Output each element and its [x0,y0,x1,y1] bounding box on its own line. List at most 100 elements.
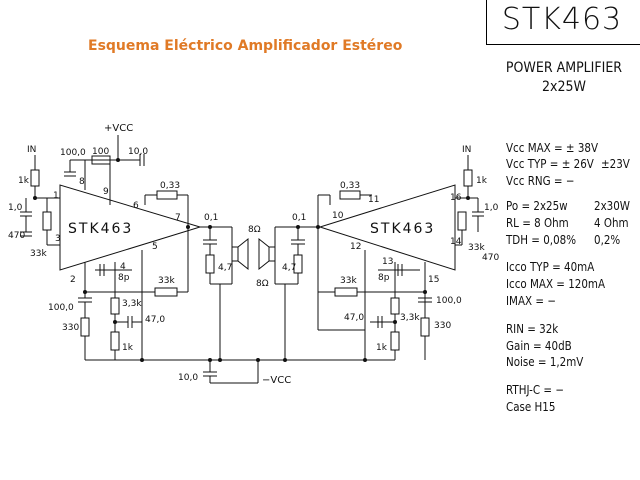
spec-gain: Gain = 40dB [506,339,572,353]
right-pin-12: 12 [350,242,361,252]
right-r-33k [457,211,467,231]
left-r-033 [156,190,178,200]
right-c-01-label: 0,1 [292,213,306,223]
right-r-33k-label: 33k [468,243,485,253]
left-c-10-label: 10,0 [128,147,148,157]
left-r-330 [80,317,90,337]
right-ic-label: STK463 [370,221,435,237]
spec-tdh: TDH = 0,08% [506,233,577,247]
left-r-in-label: 1k [18,176,30,186]
right-c-470-label: 470 [482,253,499,263]
left-pin-7: 7 [175,213,181,223]
left-pin-3: 3 [55,234,61,244]
spec-noise: Noise = 1,2mV [506,355,584,369]
right-r-33k-b-label: 3,3k [400,313,420,323]
right-c-47-label: 47,0 [344,313,364,323]
left-c-100-label: 100,0 [60,148,86,158]
spec-vcc-typ: Vcc TYP = ± 26V [506,157,594,171]
spec-vcc-max: Vcc MAX = ± 38V [506,141,599,155]
left-r-47-label: 4,7 [218,263,232,273]
right-pin-16: 16 [450,193,462,203]
chip-name: STK463 [501,2,623,37]
left-pin-1: 1 [53,191,59,201]
left-spk-label: 8Ω [248,225,261,235]
left-c-100b-label: 100,0 [48,303,74,313]
right-r-1k-b [390,331,400,351]
spec-icco-max: Icco MAX = 120mA [506,277,606,291]
right-speaker-coil [268,246,276,262]
right-r-1k-b-label: 1k [376,343,388,353]
right-r-33k-fb [334,287,358,297]
right-speaker-cone [258,237,270,271]
left-r-33k-label: 33k [30,249,47,259]
supply-cap-label: 10,0 [178,373,198,383]
right-r-330 [420,317,430,337]
left-pin-2: 2 [70,275,76,285]
spec-rin: RIN = 32k [506,322,559,336]
left-r-33k-b-label: 3,3k [122,299,142,309]
vcc-neg-label: −VCC [262,375,291,386]
right-r-in [463,169,473,187]
left-r-330-label: 330 [62,323,79,333]
spec-tdh-alt: 0,2% [594,233,621,247]
left-r-33k-fb [154,287,178,297]
right-in-label: IN [462,145,471,155]
right-c-8p-label: 8p [378,273,390,283]
left-c-in-label: 1,0 [8,203,23,213]
left-pin-6: 6 [133,201,139,211]
left-speaker-coil [231,246,239,262]
left-pin-4: 4 [120,262,126,272]
chip-title-box: STK463 [486,0,640,45]
left-r-33k [42,211,52,231]
right-c-100-label: 100,0 [436,296,462,306]
left-c-470-label: 470 [8,231,25,241]
spec-rl: RL = 8 Ohm [506,216,569,230]
right-r-330-label: 330 [434,321,451,331]
left-r-47 [205,254,215,274]
right-r-033-label: 0,33 [340,181,360,191]
spec-icco-typ: Icco TYP = 40mA [506,260,595,274]
left-r-33k-b [110,297,120,315]
left-r-in [30,169,40,187]
spec-po-alt: 2x30W [594,199,631,213]
left-ic-amplifier-symbol [59,184,202,271]
spec-imax: IMAX = − [506,294,556,308]
right-pin-10: 10 [332,211,344,221]
left-pin-8: 8 [79,177,85,187]
right-pin-14: 14 [450,237,462,247]
left-pin-9: 9 [103,187,109,197]
right-pin-13: 13 [382,257,393,267]
right-r-in-label: 1k [476,176,488,186]
right-pin-15: 15 [428,275,439,285]
right-r-033 [339,190,361,200]
spec-rl-alt: 4 Ohm [594,216,629,230]
right-ic-amplifier-symbol [318,184,456,271]
right-r-47-label: 4,7 [282,263,296,273]
left-ic-label: STK463 [68,221,133,237]
right-spk-label: 8Ω [256,279,269,289]
right-r-33k-b [390,297,400,315]
spec-case: Case H15 [506,400,556,414]
left-r-33k-fb-label: 33k [158,276,175,286]
left-c-47-label: 47,0 [145,315,165,325]
spec-po: Po = 2x25w [506,199,568,213]
spec-vcc-typ-alt: ±23V [601,157,630,171]
page-title: Esquema Eléctrico Amplificador Estéreo [88,38,403,54]
vcc-pos-label: +VCC [104,123,133,134]
left-c-8p-label: 8p [118,273,130,283]
subtitle-power: 2x25W [542,79,586,95]
left-speaker-cone [237,237,249,271]
left-in-label: IN [27,145,36,155]
left-r-100-label: 100 [92,147,109,157]
subtitle-type: POWER AMPLIFIER [505,60,623,76]
left-pin-5: 5 [152,242,158,252]
left-r-033-label: 0,33 [160,181,180,191]
spec-vcc-rng: Vcc RNG = − [506,174,575,188]
left-c-01-label: 0,1 [204,213,218,223]
left-r-1k-b [110,331,120,351]
right-pin-11: 11 [368,195,379,205]
right-c-in-label: 1,0 [484,203,499,213]
right-r-33k-fb-label: 33k [340,276,357,286]
left-r-1k-b-label: 1k [122,343,134,353]
